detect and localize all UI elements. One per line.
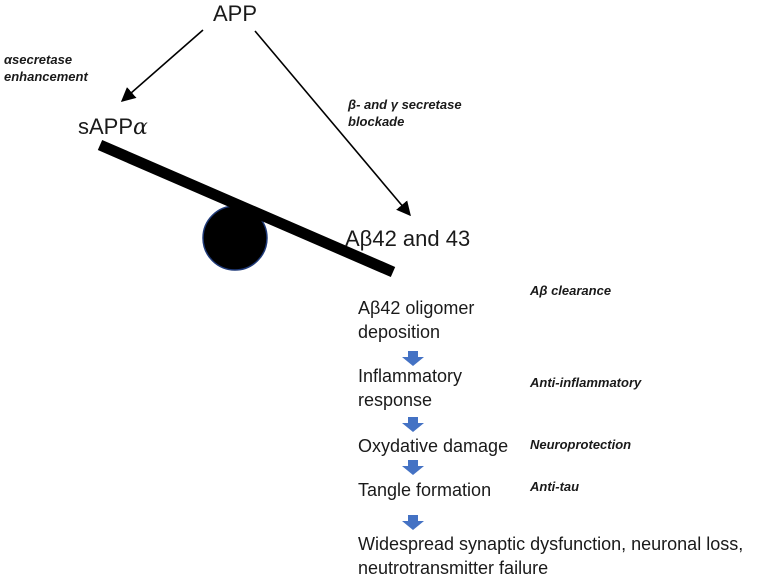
- step-line: Inflammatory: [358, 366, 463, 386]
- down-arrow-4: [402, 515, 424, 530]
- step-oligomer-deposition: Aβ42 oligomer deposition: [358, 296, 474, 344]
- abeta-label: Aβ42 and 43: [345, 226, 471, 251]
- step-synaptic-dysfunction: Widespread synaptic dysfunction, neurona…: [358, 532, 743, 580]
- step-line: response: [358, 390, 433, 410]
- step-line: neutrotransmitter failure: [358, 558, 549, 578]
- beta-gamma-secretase-label-line2: blockade: [348, 114, 405, 129]
- therapy-anti-inflammatory: Anti-inflammatory: [530, 375, 642, 390]
- step-line: deposition: [358, 322, 441, 342]
- step-oxydative-damage: Oxydative damage: [358, 436, 509, 456]
- step-inflammatory-response: Inflammatory response: [358, 364, 462, 412]
- alpha-secretase-label: αsecretase: [4, 52, 73, 67]
- alpha-secretase-label-line2: enhancement: [4, 69, 88, 84]
- therapy-neuroprotection: Neuroprotection: [530, 437, 632, 452]
- therapy-abeta-clearance: Aβ clearance: [530, 283, 612, 298]
- alpha-symbol: α: [133, 115, 148, 140]
- therapy-anti-tau: Anti-tau: [530, 479, 580, 494]
- down-arrow-3: [402, 460, 424, 475]
- step-line: Widespread synaptic dysfunction, neurona…: [358, 534, 744, 554]
- arrow-to-sappa: [120, 29, 204, 102]
- sappa-text: sAPP: [78, 114, 134, 139]
- app-title: APP: [213, 1, 258, 26]
- down-arrow-2: [402, 417, 424, 432]
- beta-gamma-secretase-label: β- and γ secretase: [348, 97, 462, 112]
- arrow-to-abeta: [254, 30, 411, 217]
- seesaw-beam: [97, 139, 396, 278]
- sappa-label: sAPPα: [78, 114, 148, 140]
- step-line: Aβ42 oligomer: [358, 298, 475, 318]
- down-arrow-1: [402, 351, 424, 366]
- step-tangle-formation: Tangle formation: [358, 480, 492, 500]
